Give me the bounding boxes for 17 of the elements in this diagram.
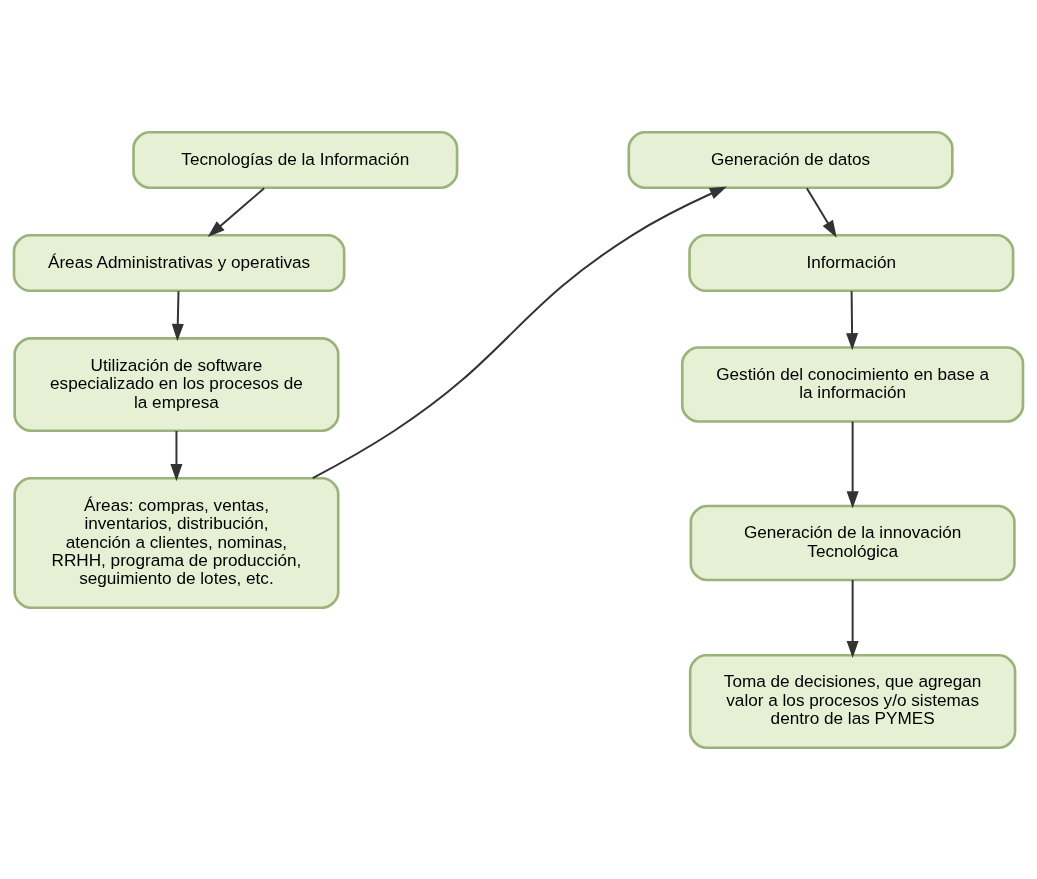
- node-box: Utilización de software especializado en los procesos de la empresa: [13, 336, 340, 432]
- node-box: Áreas: compras, ventas, inventarios, distribución, atención a clientes, nominas, RRHH, programa de producción, seguimiento de lotes, etc.: [13, 476, 340, 609]
- node-box: Toma de decisiones, que agregan valor a los procesos y/o sistemas dentro de las PYMES: [688, 653, 1017, 749]
- arrow: [805, 186, 837, 238]
- arrow: [846, 578, 859, 658]
- node-box: Gestión del conocimiento en base a la información: [680, 345, 1025, 423]
- node-box: Información: [688, 233, 1015, 292]
- arrow: [846, 420, 859, 509]
- node-box: Generación de datos: [627, 130, 954, 189]
- arrow: [311, 186, 727, 479]
- arrow: [846, 289, 859, 350]
- arrow: [207, 186, 266, 237]
- arrow: [170, 429, 183, 481]
- node-box: Áreas Administrativas y operativas: [12, 233, 346, 292]
- arrow: [171, 289, 184, 341]
- node-box: Generación de la innovación Tecnológica: [689, 504, 1016, 581]
- node-box: Tecnologías de la Información: [132, 130, 459, 189]
